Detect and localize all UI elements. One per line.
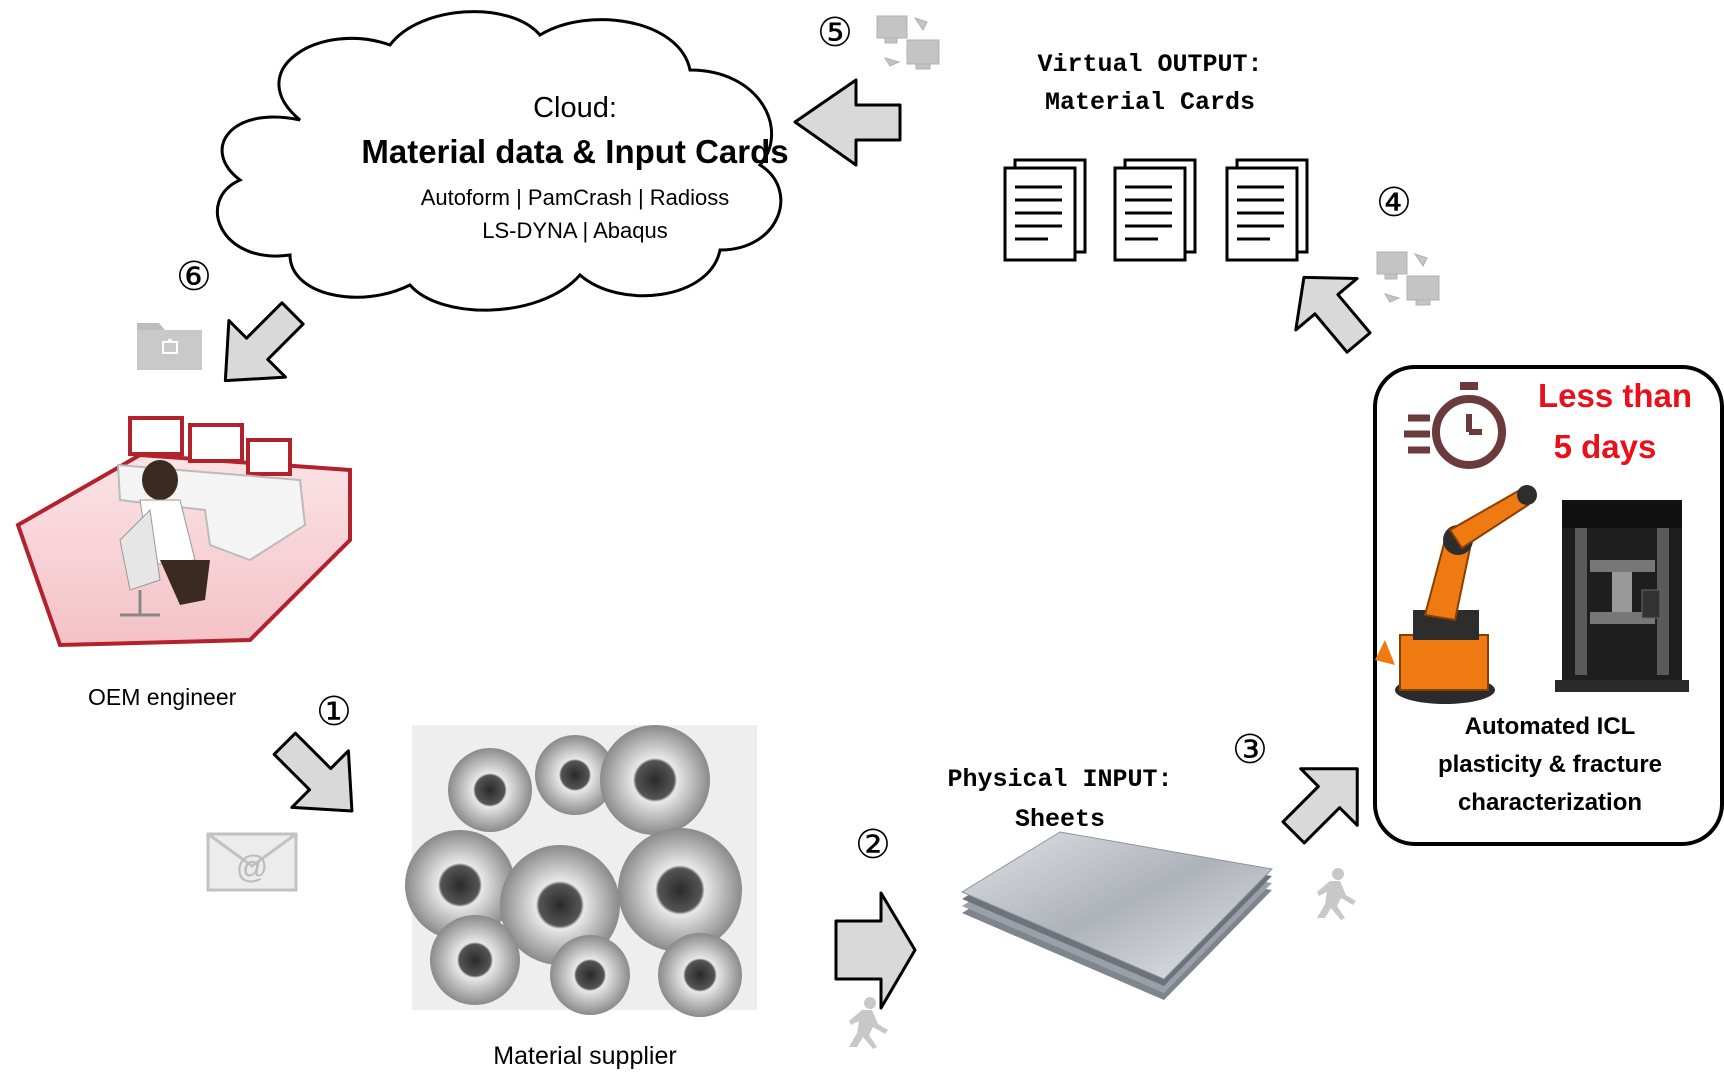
time-label-line2: 5 days [1553, 428, 1657, 465]
oem-engineer-label: OEM engineer [88, 684, 237, 710]
lab-desc-line1: Automated ICL [1464, 713, 1636, 740]
step-3: ③ [1232, 728, 1268, 772]
physical-input-line2: Sheets [1014, 805, 1105, 834]
cloud-software-line2: LS-DYNA | Abaqus [482, 218, 668, 243]
virtual-output-line1: Virtual OUTPUT: [1037, 50, 1263, 79]
metal-sheets-image [960, 831, 1274, 1000]
arrow-up-right [1281, 767, 1359, 845]
cloud-shape [215, 10, 783, 312]
lab-box [1373, 365, 1724, 846]
arrow-right [834, 891, 917, 1010]
cloud-title: Material data & Input Cards [361, 133, 789, 170]
email-icon: @ [206, 832, 298, 892]
computers-exchange-icon [876, 15, 940, 70]
steel-coils-image [405, 725, 757, 1017]
document-icon [1225, 158, 1309, 262]
arrow-down-right [272, 731, 354, 813]
step-1: ① [316, 690, 352, 734]
folder-upload-icon [137, 323, 202, 370]
runner-icon [1317, 868, 1356, 920]
step-2: ② [855, 823, 891, 867]
industrial-robot-image [1375, 485, 1537, 704]
cloud-heading: Cloud: [533, 92, 617, 124]
runner-icon [849, 997, 888, 1049]
lab-desc-line3: characterization [1457, 789, 1643, 816]
step-5: ⑤ [817, 11, 853, 55]
arrow-left [793, 78, 902, 167]
arrow-up-left [1294, 275, 1372, 354]
material-supplier-label: Material supplier [493, 1042, 677, 1070]
arrow-down-left [223, 301, 305, 383]
document-icon [1003, 158, 1087, 262]
lab-desc-line2: plasticity & fracture [1437, 751, 1663, 778]
step-4: ④ [1376, 181, 1412, 225]
document-icon [1113, 158, 1197, 262]
virtual-output-line2: Material Cards [1044, 88, 1256, 117]
svg-text:@: @ [236, 849, 268, 885]
time-label-line1: Less than [1537, 377, 1693, 414]
oem-engineer-illustration [15, 416, 352, 648]
tensile-testing-machine-image [1555, 500, 1689, 692]
computers-exchange-icon [1376, 251, 1440, 306]
cloud-software-line1: Autoform | PamCrash | Radioss [420, 185, 730, 210]
physical-input-line1: Physical INPUT: [947, 765, 1173, 794]
step-6: ⑥ [176, 255, 212, 299]
stopwatch-icon [1404, 382, 1506, 469]
